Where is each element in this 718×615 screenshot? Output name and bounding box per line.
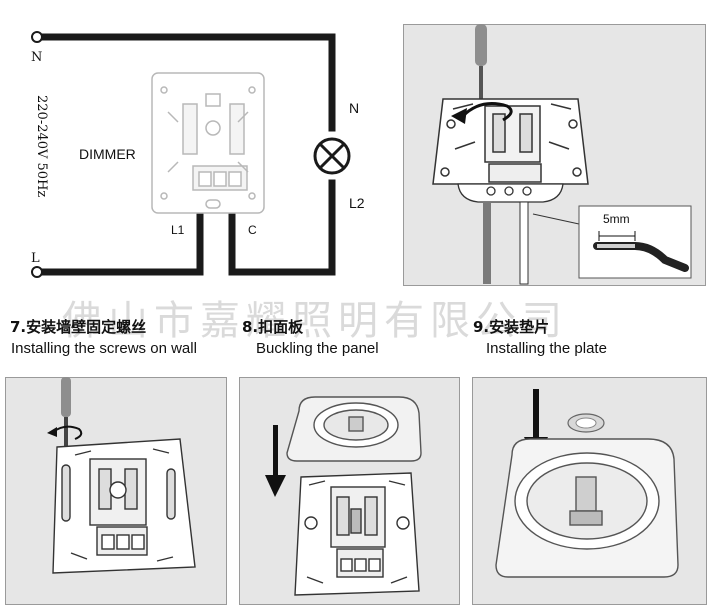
step-8-title-cn: 8.扣面板 <box>242 318 304 336</box>
screwdriver-icon <box>61 377 71 467</box>
wiring-lines <box>33 33 336 276</box>
washer-plate-icon <box>567 413 605 433</box>
terminal-n-circle <box>31 31 43 43</box>
step-9-title-en: Installing the plate <box>486 340 607 357</box>
terminal-block-icon <box>457 183 564 203</box>
cover-panel-icon <box>495 438 679 578</box>
live-wire <box>33 210 204 276</box>
down-arrow-icon <box>265 425 286 497</box>
step-9-title-cn: 9.安装垫片 <box>473 318 550 336</box>
lamp-n-label: N <box>349 100 360 116</box>
dimmer-plate-icon <box>52 438 196 574</box>
rotate-arrow-icon <box>461 102 513 122</box>
screwdriver-icon <box>475 24 487 121</box>
cover-panel-icon <box>286 396 422 462</box>
voltage-label: 220-240V 50Hz <box>34 95 49 198</box>
strip-length-label: 5mm <box>603 212 630 226</box>
rotate-arrow-icon <box>52 425 83 440</box>
dimmer-label: DIMMER <box>79 146 136 162</box>
neutral-wire <box>33 33 336 132</box>
lamp-l2-label: L2 <box>349 195 365 211</box>
step-8-title-en: Buckling the panel <box>256 340 379 357</box>
step-7-title-cn: 7.安装墙壁固定螺丝 <box>10 318 147 336</box>
step-7-title-en: Installing the screws on wall <box>11 340 197 357</box>
step-8-illustration <box>265 396 422 596</box>
stripped-wire-icon <box>593 242 689 272</box>
l1-label: L1 <box>171 223 185 237</box>
lamp-icon <box>313 137 351 175</box>
terminal-l-label: L <box>31 251 40 266</box>
wire-left <box>483 202 491 284</box>
dimmer-plate-icon <box>294 472 420 596</box>
dimmer-module-icon <box>151 72 265 214</box>
terminal-n-label: N <box>31 50 43 65</box>
dimmer-plate-icon <box>432 98 589 185</box>
wire-insertion-illustration <box>432 24 692 285</box>
step-9-illustration <box>495 389 679 578</box>
c-label: C <box>248 223 257 237</box>
wire-right <box>519 201 529 285</box>
lamp-to-c-wire <box>228 179 336 276</box>
step-7-illustration <box>47 377 196 574</box>
terminal-l-circle <box>31 266 43 278</box>
watermark-text: 佛山市嘉耀照明有限公司 <box>62 298 568 344</box>
